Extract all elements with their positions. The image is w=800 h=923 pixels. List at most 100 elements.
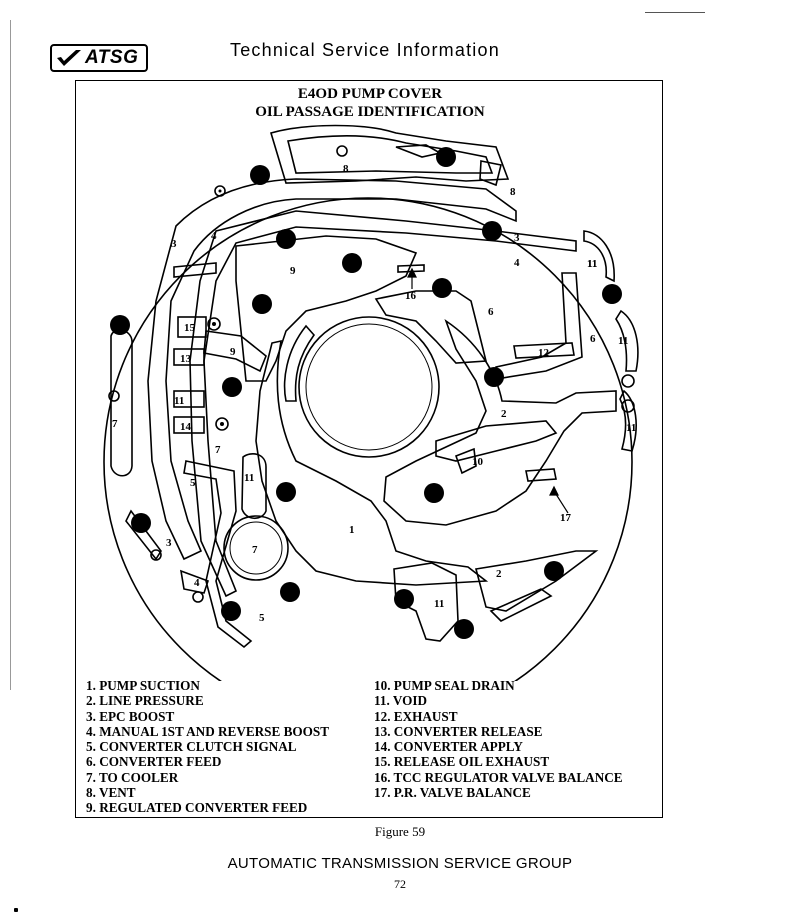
bolt-hole [544, 561, 564, 581]
void-11-left [241, 453, 267, 520]
scan-edge-line [10, 20, 11, 690]
bolt-hole [394, 589, 414, 609]
legend-item: 2. LINE PRESSURE [86, 693, 204, 709]
passage-2-inner [435, 420, 558, 462]
label-11a: 11 [587, 258, 597, 270]
bolt-hole-open [150, 549, 162, 561]
label-7a: 7 [112, 418, 118, 430]
passage-6-right [495, 272, 583, 380]
legend-item: 12. EXHAUST [374, 708, 458, 724]
legend-item: 14. CONVERTER APPLY [374, 739, 523, 755]
bolt-hole-open [336, 145, 348, 157]
bolt-hole [250, 165, 270, 185]
label-2a: 2 [501, 408, 507, 420]
bolt-hole [280, 582, 300, 602]
passage-9-lower [203, 330, 267, 373]
legend-left: 1. PUMP SUCTION 2. LINE PRESSURE 3. EPC … [86, 678, 329, 816]
bolt-hole [276, 482, 296, 502]
label-11b: 11 [618, 335, 628, 347]
bolt-hole [436, 147, 456, 167]
figure-frame: E4OD PUMP COVER OIL PASSAGE IDENTIFICATI… [75, 80, 663, 818]
passage-8-inner [287, 135, 494, 174]
bolt-hole [432, 278, 452, 298]
central-bore-inner [305, 323, 433, 451]
label-1: 1 [349, 524, 355, 536]
passage-2 [383, 318, 617, 526]
label-8a: 8 [343, 163, 349, 175]
legend-item: 10. PUMP SEAL DRAIN [374, 678, 515, 693]
label-8b: 8 [510, 186, 516, 198]
label-3c: 3 [166, 537, 172, 549]
label-5b: 5 [259, 612, 265, 624]
passage-3 [147, 178, 517, 561]
scan-edge-line [645, 12, 705, 13]
label-10: 10 [472, 456, 484, 468]
legend-item: 17. P.R. VALVE BALANCE [374, 785, 531, 801]
header-title: Technical Service Information [230, 40, 500, 60]
bolt-hole [602, 284, 622, 304]
bolt-hole [454, 619, 474, 639]
bolt-hole [221, 601, 241, 621]
bolt-hole [276, 229, 296, 249]
label-9a: 9 [290, 265, 296, 277]
label-15: 15 [184, 322, 196, 334]
passage-9 [235, 235, 418, 382]
bolt-hole [110, 315, 130, 335]
label-14: 14 [180, 421, 192, 433]
diagram-labels: 8 8 3 3 4 4 9 9 16 6 6 11 11 11 11 15 13… [112, 163, 636, 624]
bolt-hole-open [207, 317, 221, 331]
bolt-hole-open [215, 417, 229, 431]
label-13: 13 [180, 353, 192, 365]
label-11c: 11 [174, 395, 184, 407]
bolt-hole-open [214, 185, 226, 197]
bolt-hole-open [192, 591, 204, 603]
legend-item: 3. EPC BOOST [86, 708, 175, 724]
cooler-port-7 [223, 515, 289, 581]
bolt-hole [252, 294, 272, 314]
footer-org: AUTOMATIC TRANSMISSION SERVICE GROUP [227, 855, 573, 872]
page-number: 72 [394, 877, 406, 891]
label-4c: 4 [194, 577, 200, 589]
label-11g: 11 [587, 258, 597, 270]
passage-5 [183, 460, 253, 649]
void-11-right-lower [619, 389, 637, 452]
logo-text: ATSG [85, 47, 139, 68]
label-11f: 11 [434, 598, 444, 610]
label-16: 16 [405, 290, 417, 302]
passage-6 [374, 290, 488, 364]
passage-1 [255, 339, 489, 586]
passage-4-lower [179, 569, 210, 594]
bolt-hole [342, 253, 362, 273]
legend-item: 9. REGULATED CONVERTER FEED [86, 800, 308, 816]
bolt-hole [424, 483, 444, 503]
passage-2-slot [489, 588, 553, 622]
label-11d: 11 [626, 422, 636, 434]
passage-2-lower [475, 550, 599, 612]
label-4b: 4 [514, 257, 520, 269]
void-11-right [615, 309, 639, 372]
label-6a: 6 [488, 306, 494, 318]
legend-item: 13. CONVERTER RELEASE [374, 723, 543, 739]
label-7c: 7 [252, 544, 258, 556]
bolt-hole [131, 513, 151, 533]
legend-item: 7. TO COOLER [86, 769, 179, 785]
bolt-hole [482, 221, 502, 241]
label-3b: 3 [514, 232, 520, 244]
central-bore [298, 316, 440, 458]
bolt-hole [484, 367, 504, 387]
passage-17 [525, 468, 557, 482]
bolt-hole [222, 377, 242, 397]
passage-12 [513, 342, 575, 359]
bolt-hole-open [621, 374, 635, 388]
label-5a: 5 [190, 477, 196, 489]
passage-1-arc [283, 324, 316, 402]
passage-15 [177, 316, 207, 338]
passage-13 [173, 348, 205, 366]
pump-cover-diagram: 8 8 3 3 4 4 9 9 16 6 6 11 11 11 11 15 13… [103, 124, 639, 681]
figure-title-line1: E4OD PUMP COVER [297, 86, 443, 102]
legend-right: 10. PUMP SEAL DRAIN 11. VOID 12. EXHAUST… [374, 678, 623, 800]
label-12: 12 [538, 347, 550, 359]
cooler-port-7-inner [229, 521, 283, 575]
label-9b: 9 [230, 346, 236, 358]
legend-item: 16. TCC REGULATOR VALVE BALANCE [374, 769, 623, 785]
